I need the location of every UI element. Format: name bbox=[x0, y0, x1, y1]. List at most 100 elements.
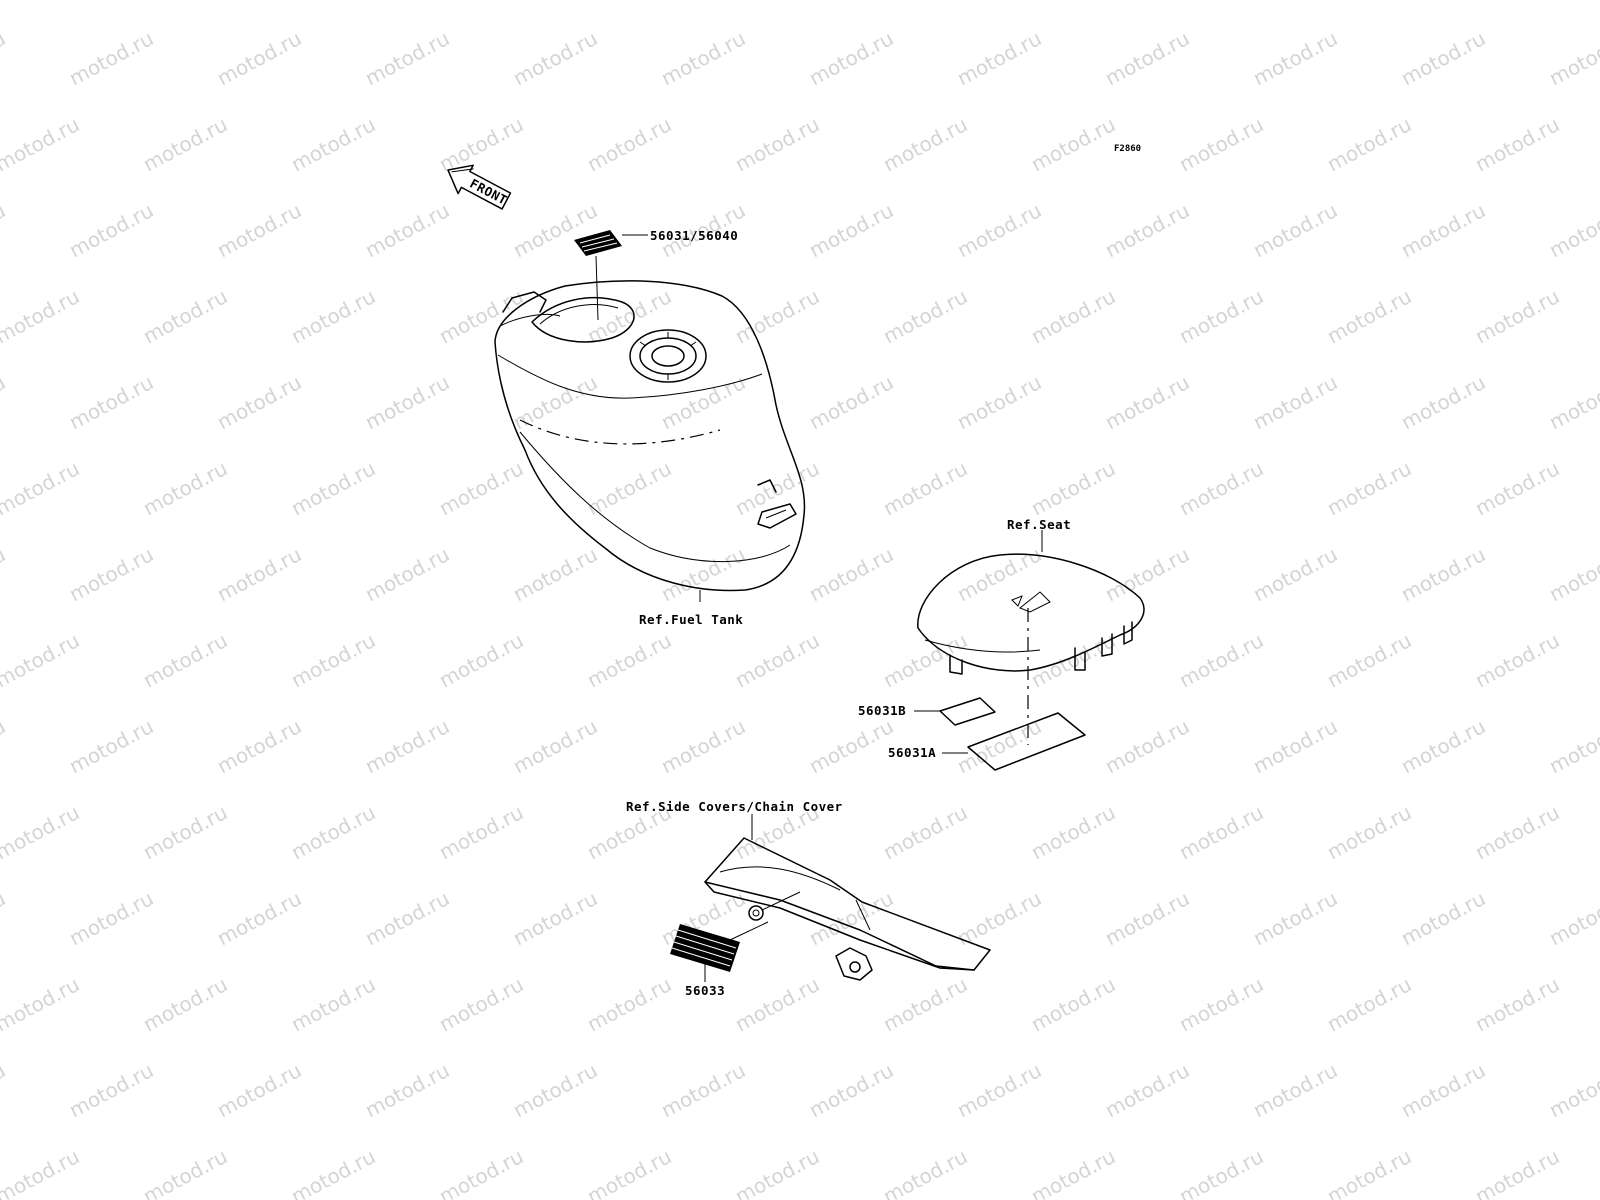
watermark-text: motod.ru bbox=[213, 714, 305, 778]
watermark-text: motod.ru bbox=[1101, 714, 1193, 778]
watermark-text: motod.ru bbox=[0, 886, 9, 950]
watermark-text: motod.ru bbox=[509, 886, 601, 950]
watermark-text: motod.ru bbox=[953, 26, 1045, 90]
watermark-text: motod.ru bbox=[213, 886, 305, 950]
seat-drawing bbox=[917, 530, 1145, 745]
watermark-text: motod.ru bbox=[731, 112, 823, 176]
watermark-text: motod.ru bbox=[1175, 800, 1267, 864]
watermark-text: motod.ru bbox=[65, 886, 157, 950]
watermark-text: motod.ru bbox=[509, 542, 601, 606]
watermark-text: motod.ru bbox=[805, 1058, 897, 1122]
watermark-text: motod.ru bbox=[213, 1058, 305, 1122]
watermark-text: motod.ru bbox=[1101, 26, 1193, 90]
watermark-text: motod.ru bbox=[287, 972, 379, 1036]
front-arrow-label: FRONT bbox=[467, 176, 509, 208]
watermark-text: motod.ru bbox=[731, 1144, 823, 1200]
watermark-text: motod.ru bbox=[953, 542, 1045, 606]
watermark-text: motod.ru bbox=[435, 112, 527, 176]
watermark-text: motod.ru bbox=[0, 542, 9, 606]
fuel-tank-drawing bbox=[494, 280, 806, 602]
chain-cover-drawing bbox=[704, 814, 991, 981]
watermark-text: motod.ru bbox=[879, 1144, 971, 1200]
watermark-text: motod.ru bbox=[1323, 284, 1415, 348]
watermark-text: motod.ru bbox=[65, 370, 157, 434]
watermark-text: motod.ru bbox=[879, 456, 971, 520]
watermark-text: motod.ru bbox=[1471, 284, 1563, 348]
watermark-text: motod.ru bbox=[0, 370, 9, 434]
watermark-text: motod.ru bbox=[0, 1058, 9, 1122]
watermark-text: motod.ru bbox=[139, 628, 231, 692]
watermark-text: motod.ru bbox=[0, 284, 83, 348]
watermark-text: motod.ru bbox=[879, 0, 971, 4]
watermark-text: motod.ru bbox=[1471, 628, 1563, 692]
chain-cover-decal bbox=[670, 924, 740, 982]
watermark-text: motod.ru bbox=[805, 198, 897, 262]
watermark-text: motod.ru bbox=[1471, 1144, 1563, 1200]
tank-label-part-number: 56031/56040 bbox=[650, 228, 738, 243]
watermark-text: motod.ru bbox=[139, 112, 231, 176]
fuel-tank-ref-label: Ref.Fuel Tank bbox=[639, 612, 743, 627]
watermark-text: motod.ru bbox=[1397, 370, 1489, 434]
watermark-text: motod.ru bbox=[1471, 0, 1563, 4]
watermark-text: motod.ru bbox=[731, 972, 823, 1036]
seat-decal-b-part-number: 56031B bbox=[858, 703, 906, 718]
watermark-text: motod.ru bbox=[657, 542, 749, 606]
watermark-text: motod.ru bbox=[0, 26, 9, 90]
tank-label-decal bbox=[574, 230, 648, 321]
watermark-text: motod.ru bbox=[1397, 542, 1489, 606]
watermark-text: motod.ru bbox=[1545, 1058, 1600, 1122]
watermark-text: motod.ru bbox=[1323, 456, 1415, 520]
watermark-text: motod.ru bbox=[731, 628, 823, 692]
chain-cover-ref-label: Ref.Side Covers/Chain Cover bbox=[626, 799, 843, 814]
seat-decal-a bbox=[967, 712, 1086, 771]
chain-cover-decal-part-number: 56033 bbox=[685, 983, 725, 998]
watermark-text: motod.ru bbox=[1545, 542, 1600, 606]
watermark-text: motod.ru bbox=[1323, 1144, 1415, 1200]
watermark-text: motod.ru bbox=[1175, 972, 1267, 1036]
watermark-text: motod.ru bbox=[1545, 198, 1600, 262]
watermark-text: motod.ru bbox=[287, 456, 379, 520]
watermark-text: motod.ru bbox=[435, 972, 527, 1036]
watermark-text: motod.ru bbox=[435, 284, 527, 348]
watermark-text: motod.ru bbox=[879, 284, 971, 348]
watermark-text: motod.ru bbox=[1249, 1058, 1341, 1122]
watermark-text: motod.ru bbox=[509, 26, 601, 90]
watermark-text: motod.ru bbox=[361, 714, 453, 778]
watermark-text: motod.ru bbox=[287, 1144, 379, 1200]
watermark-text: motod.ru bbox=[0, 198, 9, 262]
watermark-text: motod.ru bbox=[1175, 628, 1267, 692]
watermark-text: motod.ru bbox=[657, 26, 749, 90]
watermark-text: motod.ru bbox=[1323, 628, 1415, 692]
watermark-text: motod.ru bbox=[139, 0, 231, 4]
watermark-text: motod.ru bbox=[953, 198, 1045, 262]
watermark-text: motod.ru bbox=[1027, 800, 1119, 864]
watermark-text: motod.ru bbox=[361, 886, 453, 950]
watermark-text: motod.ru bbox=[953, 1058, 1045, 1122]
watermark-text: motod.ru bbox=[657, 370, 749, 434]
watermark-text: motod.ru bbox=[1101, 198, 1193, 262]
watermark-text: motod.ru bbox=[509, 1058, 601, 1122]
watermark-text: motod.ru bbox=[65, 198, 157, 262]
watermark-text: motod.ru bbox=[1027, 284, 1119, 348]
watermark-text: motod.ru bbox=[583, 1144, 675, 1200]
watermark-text: motod.ru bbox=[1027, 456, 1119, 520]
seat-decal-a-part-number: 56031A bbox=[888, 745, 936, 760]
watermark-text: motod.ru bbox=[361, 1058, 453, 1122]
watermark-text: motod.ru bbox=[65, 1058, 157, 1122]
watermark-text: motod.ru bbox=[435, 456, 527, 520]
watermark-text: motod.ru bbox=[1397, 198, 1489, 262]
watermark-text: motod.ru bbox=[1027, 972, 1119, 1036]
watermark-text: motod.ru bbox=[657, 1058, 749, 1122]
watermark-text: motod.ru bbox=[1323, 0, 1415, 4]
watermark-text: motod.ru bbox=[139, 284, 231, 348]
watermark-text: motod.ru bbox=[879, 112, 971, 176]
watermark-text: motod.ru bbox=[0, 714, 9, 778]
watermark-text: motod.ru bbox=[1471, 112, 1563, 176]
watermark-text: motod.ru bbox=[1545, 886, 1600, 950]
watermark-text: motod.ru bbox=[213, 198, 305, 262]
watermark-text: motod.ru bbox=[1027, 1144, 1119, 1200]
watermark-text: motod.ru bbox=[1175, 1144, 1267, 1200]
watermark-text: motod.ru bbox=[879, 800, 971, 864]
